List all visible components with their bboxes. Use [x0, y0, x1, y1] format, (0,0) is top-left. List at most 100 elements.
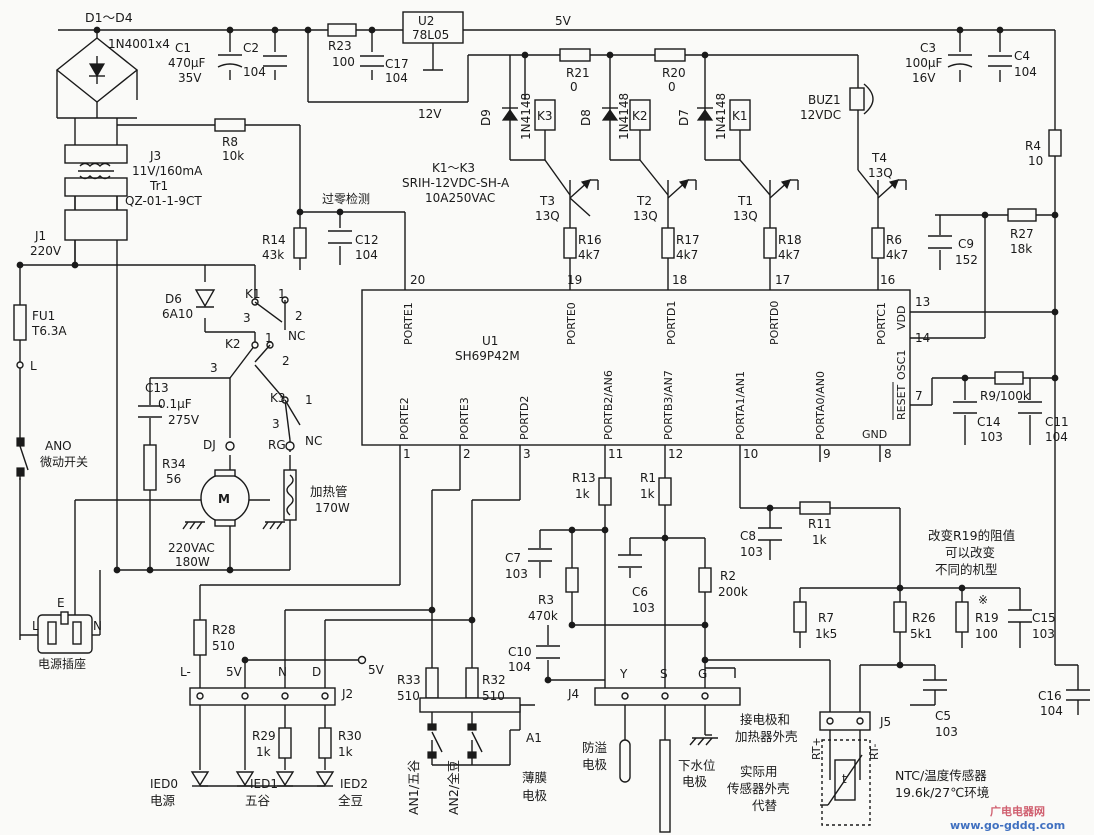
r14-value: 43k [262, 248, 284, 262]
c3-cap: 100μF [905, 56, 943, 70]
shell-note-2: 传感器外壳 [727, 781, 790, 796]
mcu-ref: U1 [482, 334, 498, 348]
r1-ref: R1 [640, 471, 656, 485]
ntc-t-symbol: t [842, 772, 847, 786]
c9-ref: C9 [958, 237, 974, 251]
ied1-name: 五谷 [245, 793, 271, 808]
k2-pin1: 1 [265, 331, 273, 345]
pin-num-2: 2 [463, 447, 471, 461]
note-r19-line3: 不同的机型 [935, 562, 998, 577]
c12-value: 104 [355, 248, 378, 262]
socket-n: N [93, 619, 102, 633]
pin-num-14: 14 [915, 331, 930, 345]
j3-spec: 11V/160mA [132, 164, 203, 178]
k2-switch: K2 [225, 337, 241, 351]
u2-part: 78L05 [412, 28, 449, 42]
c8-value: 103 [740, 545, 763, 559]
pin-porta0-an0: PORTA0/AN0 [814, 371, 827, 440]
pin-osc1: OSC1 [895, 350, 908, 380]
shell-note: 实际用 [740, 764, 778, 779]
r7-value: 1k5 [815, 627, 837, 641]
an0-name: 微动开关 [40, 455, 88, 469]
c15-value: 103 [1032, 627, 1055, 641]
motor-letter: M [218, 492, 230, 506]
buzzer-voltage: 12VDC [800, 108, 841, 122]
an2-key: AN2/全豆 [446, 760, 461, 815]
r20-ref: R20 [662, 66, 686, 80]
t4-ref: T4 [871, 151, 887, 165]
c14-value: 103 [980, 430, 1003, 444]
k3-pin3: 3 [272, 417, 280, 431]
buzzer-ref: BUZ1 [808, 93, 841, 107]
note-r19-line2: 可以改变 [945, 545, 995, 560]
ntc-label: NTC/温度传感器 [895, 768, 987, 783]
r14-ref: R14 [262, 233, 286, 247]
socket-label: 电源插座 [38, 656, 86, 671]
r11-ref: R11 [808, 517, 832, 531]
ied2-ref: IED2 [340, 777, 368, 791]
c6-value: 103 [632, 601, 655, 615]
r21-value: 0 [570, 80, 578, 94]
socket-l: L [32, 619, 39, 633]
t1-ref: T1 [737, 194, 753, 208]
t3-part: 13Q [535, 209, 560, 223]
c6-ref: C6 [632, 585, 648, 599]
r33-ref: R33 [397, 673, 421, 687]
rt-minus: RT- [868, 743, 881, 760]
k3-pin1: 1 [305, 393, 313, 407]
k1-pin2: 2 [295, 309, 303, 323]
c4-value: 104 [1014, 65, 1037, 79]
r6-ref: R6 [886, 233, 902, 247]
pin-num-1: 1 [403, 447, 411, 461]
r28-value: 510 [212, 639, 235, 653]
u2-ref: U2 [418, 14, 434, 28]
r16-ref: R16 [578, 233, 602, 247]
membrane-label-2: 电极 [522, 788, 548, 803]
r17-ref: R17 [676, 233, 700, 247]
c9-value: 152 [955, 253, 978, 267]
ied0-name: 电源 [150, 793, 176, 808]
t2-ref: T2 [636, 194, 652, 208]
shell-note-3: 代替 [752, 798, 778, 813]
fu1-ref: FU1 [32, 309, 55, 323]
c10-ref: C10 [508, 645, 532, 659]
r13-ref: R13 [572, 471, 596, 485]
ied0-ref: IED0 [150, 777, 178, 791]
d8-ref: D8 [579, 109, 593, 126]
overflow-electrode: 防溢 [582, 740, 607, 755]
r16-value: 4k7 [578, 248, 600, 262]
pin-portb3-an7: PORTB3/AN7 [662, 370, 675, 440]
c4-ref: C4 [1014, 49, 1030, 63]
pin-num-7: 7 [915, 389, 923, 403]
r11-value: 1k [812, 533, 827, 547]
r2-value: 200k [718, 585, 748, 599]
mcu-part: SH69P42M [455, 349, 520, 363]
pin-portb2-an6: PORTB2/AN6 [602, 370, 615, 440]
t4-part: 13Q [868, 166, 893, 180]
r18-value: 4k7 [778, 248, 800, 262]
pin-num-11: 11 [608, 447, 623, 461]
pin-num-18: 18 [672, 273, 687, 287]
a1-label: A1 [526, 731, 542, 745]
k2-coil: K2 [632, 109, 648, 123]
k3-coil: K3 [537, 109, 553, 123]
tr1-ref: Tr1 [149, 179, 168, 193]
c1-voltage: 35V [178, 71, 202, 85]
c3-ref: C3 [920, 41, 936, 55]
j4-pin-y: Y [619, 667, 628, 681]
k2-pin3: 3 [210, 361, 218, 375]
relay-spec-3: 10A250VAC [425, 191, 495, 205]
socket-e: E [57, 596, 65, 610]
ied1-ref: IED1 [250, 777, 278, 791]
r26-value: 5k1 [910, 627, 932, 641]
heater-name: 加热管 [310, 484, 348, 499]
pin-porte1: PORTE1 [402, 302, 415, 345]
pin-num-9: 9 [823, 447, 831, 461]
r2-ref: R2 [720, 569, 736, 583]
r23-ref: R23 [328, 39, 352, 53]
heater-power: 170W [315, 501, 350, 515]
pin-portd0: PORTD0 [768, 301, 781, 345]
c13-voltage: 275V [168, 413, 200, 427]
c3-voltage: 16V [912, 71, 936, 85]
pin-portd2: PORTD2 [518, 396, 531, 440]
